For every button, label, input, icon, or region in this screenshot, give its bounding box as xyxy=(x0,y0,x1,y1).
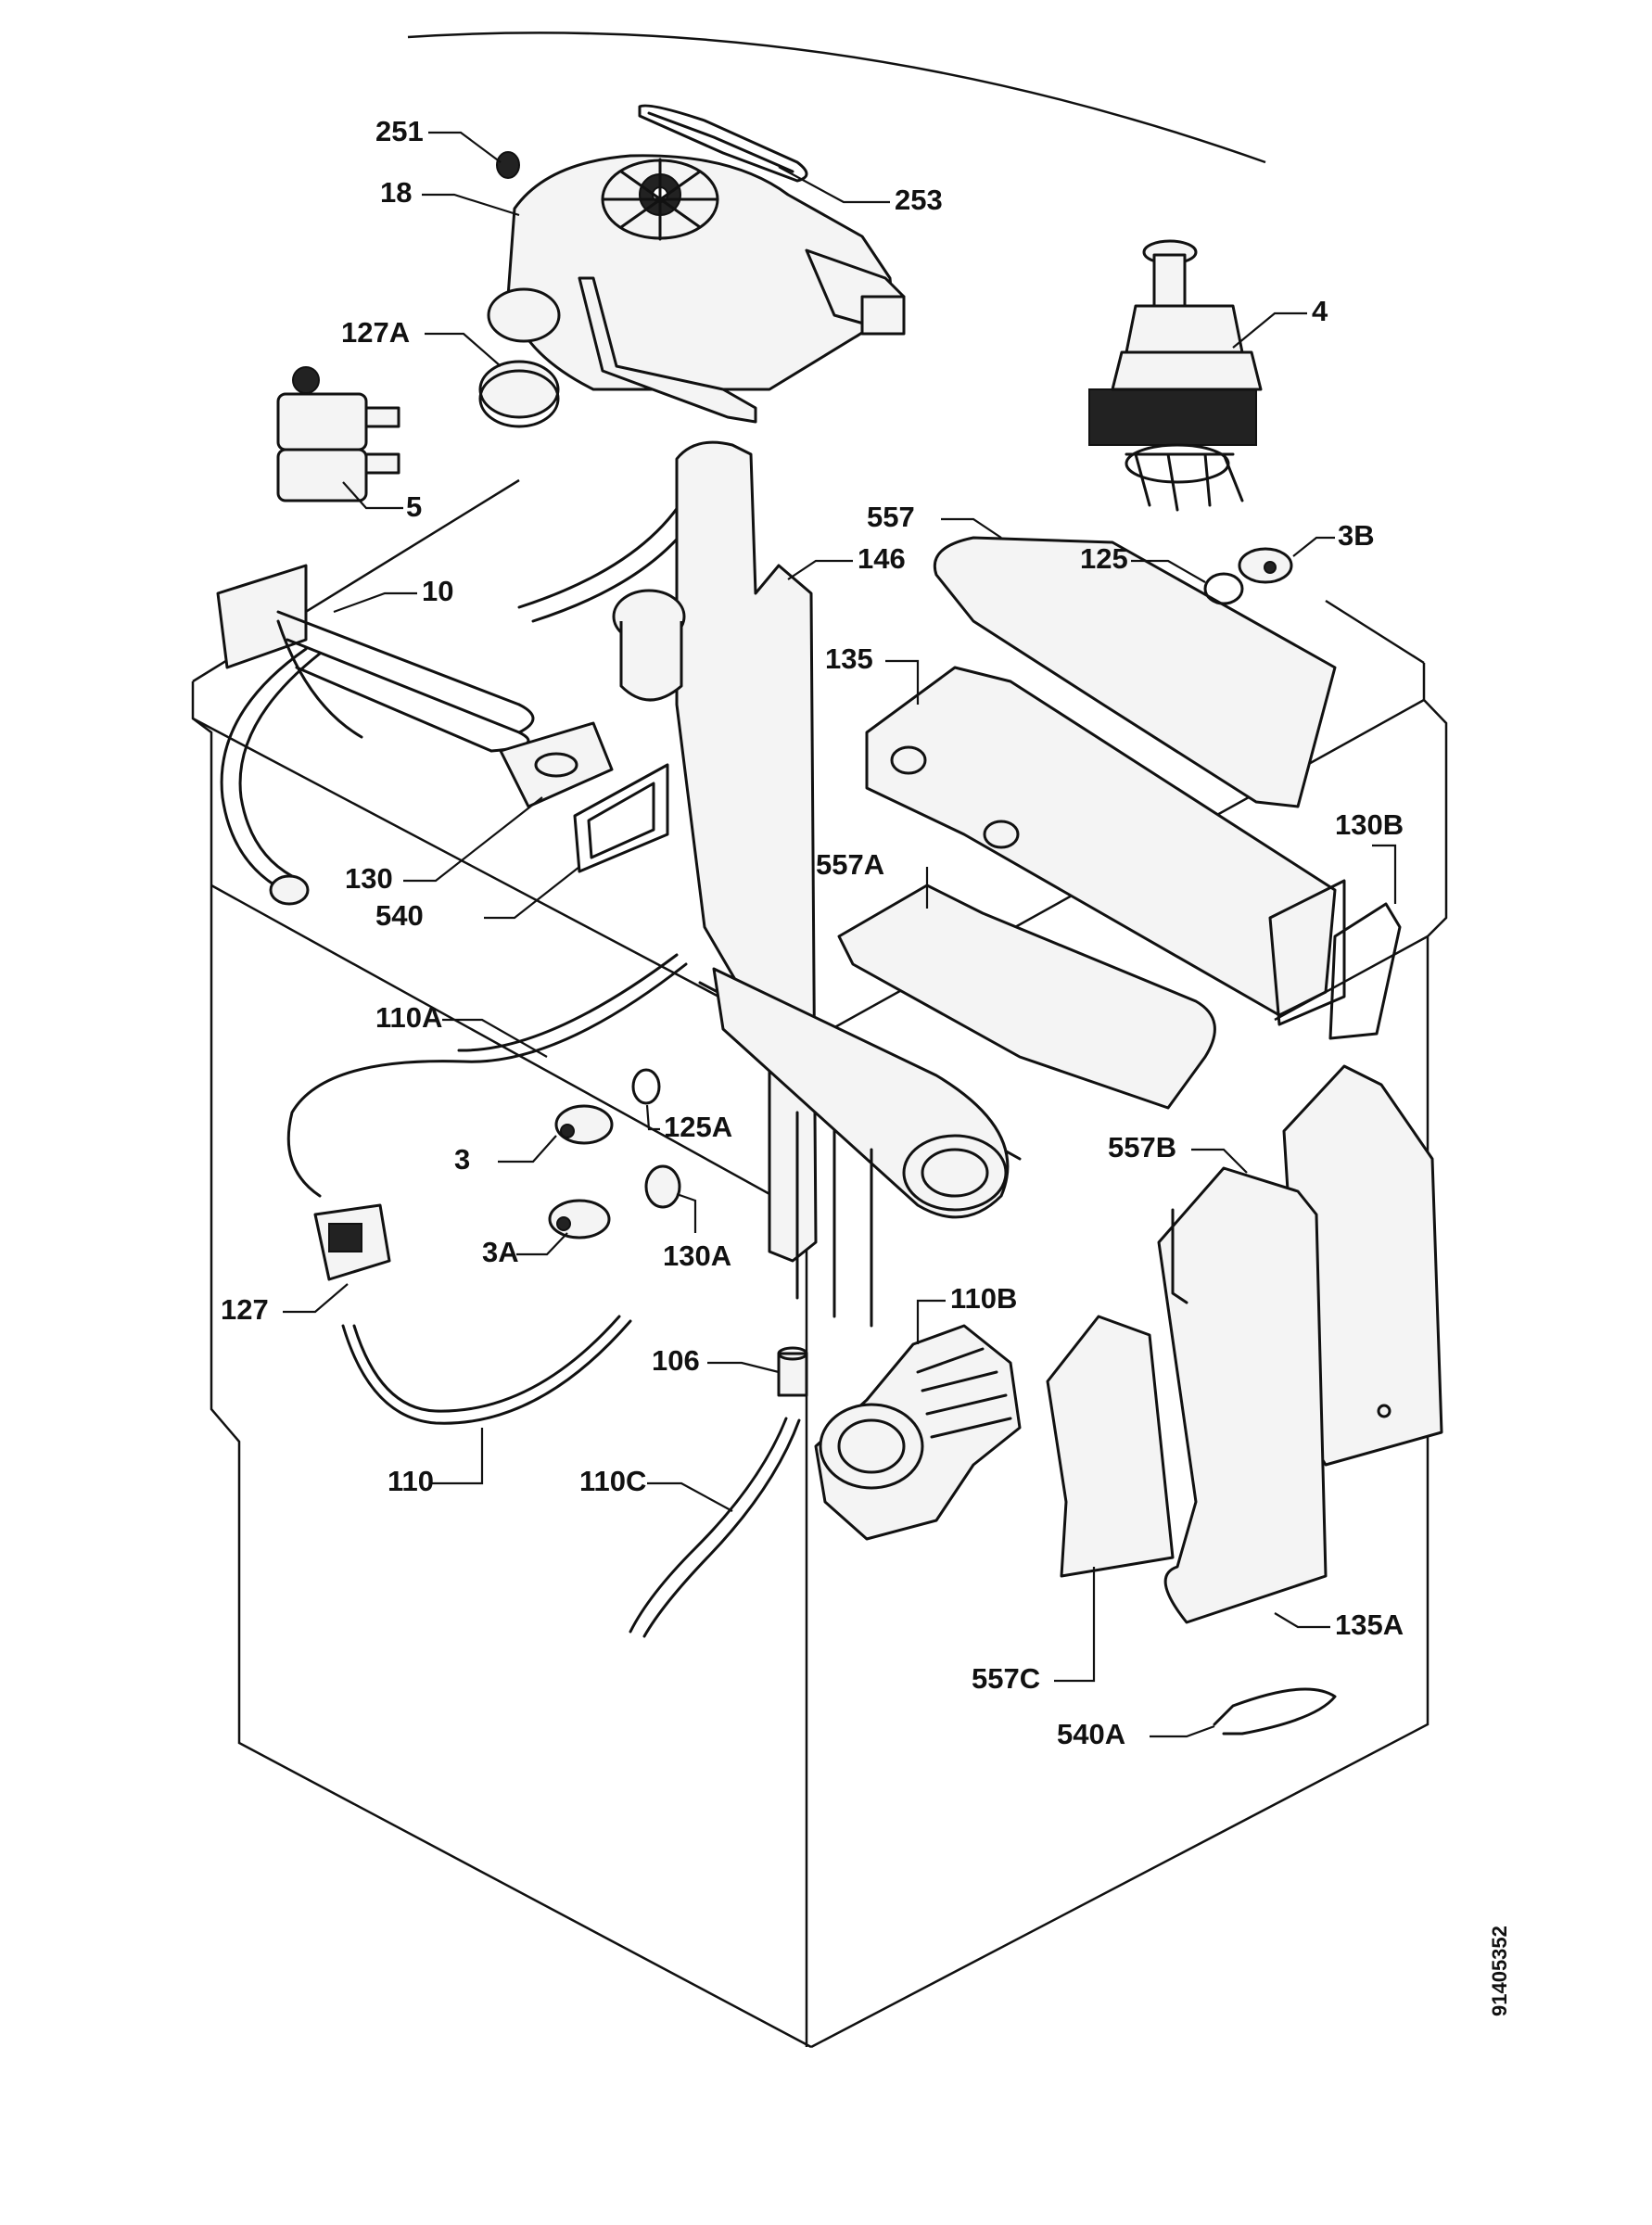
switch xyxy=(313,1203,391,1281)
callout-labels: 251 18 253 4 127A 5 557 125 3B 146 10 13… xyxy=(221,115,1404,1750)
gasket xyxy=(573,763,669,873)
callout-110b: 110B xyxy=(950,1282,1017,1315)
callout-540: 540 xyxy=(375,899,424,932)
callout-130a: 130A xyxy=(663,1240,731,1272)
seal-125a xyxy=(631,1068,661,1105)
filter-housing xyxy=(865,666,1346,1026)
hose-110c xyxy=(629,1417,801,1638)
callout-110c: 110C xyxy=(579,1465,646,1497)
hose-110 xyxy=(341,1315,632,1425)
callout-253: 253 xyxy=(895,184,943,216)
thermostat-3 xyxy=(554,1104,614,1145)
callout-10: 10 xyxy=(422,575,453,607)
callout-3b: 3B xyxy=(1338,519,1375,552)
callout-130b: 130B xyxy=(1335,808,1404,841)
callout-130: 130 xyxy=(345,862,393,895)
drive-belt xyxy=(638,104,808,183)
callout-127: 127 xyxy=(221,1293,269,1326)
callout-557b: 557B xyxy=(1108,1131,1176,1163)
air-duct xyxy=(612,440,1022,1328)
cover-top xyxy=(934,536,1337,808)
water-valve xyxy=(276,366,400,502)
gasket-130b xyxy=(1328,902,1402,1040)
callout-125: 125 xyxy=(1080,542,1128,575)
callout-557a: 557A xyxy=(816,848,884,881)
lower-duct xyxy=(1157,1064,1443,1624)
callout-135a: 135A xyxy=(1335,1608,1404,1641)
seal-130a xyxy=(644,1164,681,1209)
thermostat-3a xyxy=(548,1199,611,1240)
callout-110a: 110A xyxy=(375,1001,442,1034)
fan-housing xyxy=(487,154,906,424)
nut xyxy=(496,151,520,179)
callout-4: 4 xyxy=(1312,295,1328,327)
callout-251: 251 xyxy=(375,115,424,147)
document-number: 91405352 xyxy=(1488,1926,1511,2016)
band-clamp xyxy=(1213,1687,1337,1736)
leader-lines xyxy=(283,131,1397,1738)
ring-seal xyxy=(478,360,560,428)
callout-540a: 540A xyxy=(1057,1718,1125,1750)
cover-557a xyxy=(837,884,1216,1110)
hose-110a xyxy=(286,953,688,1198)
callout-557: 557 xyxy=(867,501,915,533)
callout-3: 3 xyxy=(454,1143,470,1176)
callout-135: 135 xyxy=(825,642,873,675)
drum-motor xyxy=(1088,239,1263,512)
callout-127a: 127A xyxy=(341,316,410,349)
callout-125a: 125A xyxy=(664,1111,732,1143)
callout-5: 5 xyxy=(406,490,422,523)
callout-110: 110 xyxy=(388,1465,434,1497)
cover-557c xyxy=(1046,1315,1175,1578)
heating-element xyxy=(216,485,706,906)
callout-18: 18 xyxy=(380,176,412,209)
callout-557c: 557C xyxy=(972,1662,1040,1695)
callout-106: 106 xyxy=(652,1344,700,1377)
thermostat-3b xyxy=(1238,547,1293,584)
fitting-106 xyxy=(777,1346,808,1397)
callout-146: 146 xyxy=(858,542,906,575)
bellows-hose xyxy=(814,1324,1022,1541)
callout-3a: 3A xyxy=(482,1236,519,1268)
